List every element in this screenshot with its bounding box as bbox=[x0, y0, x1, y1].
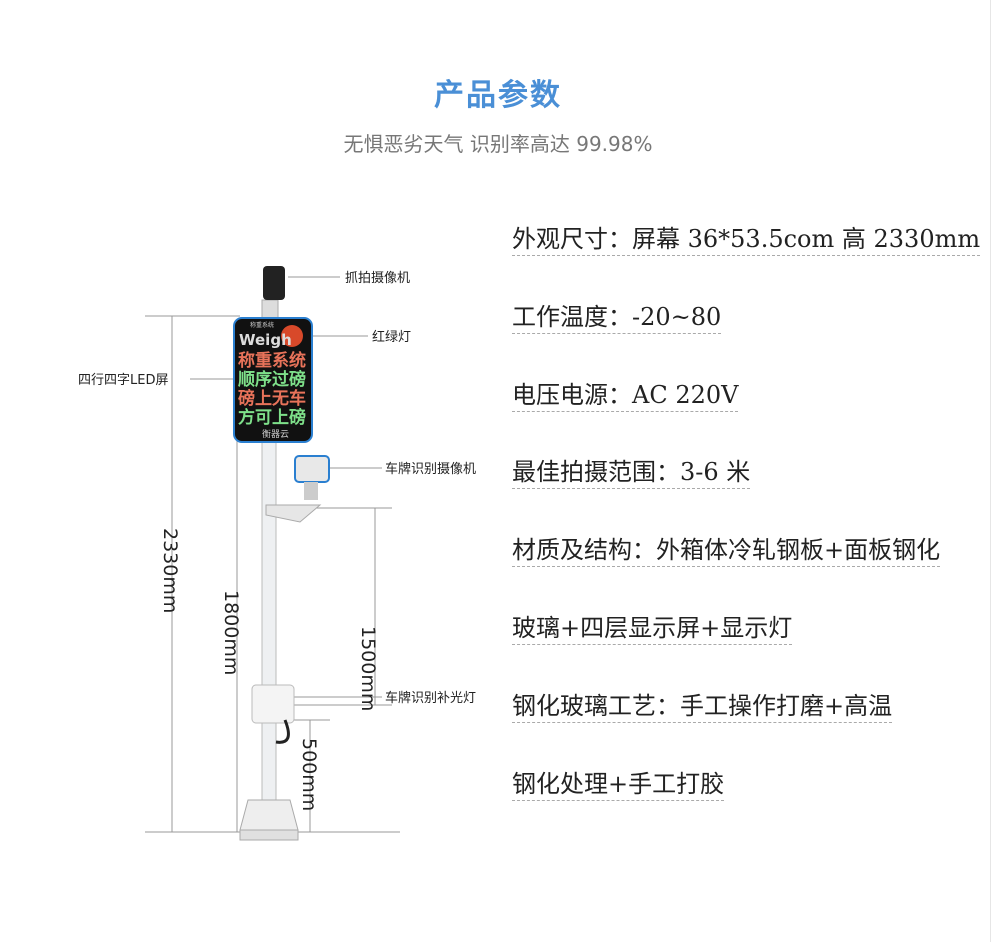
spec-dimensions: 外观尺寸：屏幕 36*53.5com 高 2330mm bbox=[512, 225, 981, 256]
traffic-light bbox=[281, 325, 303, 347]
plate-camera bbox=[294, 455, 330, 483]
fill-light bbox=[251, 684, 295, 724]
led-brand-small: 称重系统 bbox=[250, 321, 274, 329]
spec-range: 最佳拍摄范围：3-6 米 bbox=[512, 458, 751, 489]
page-title: 产品参数 bbox=[434, 78, 562, 113]
label-capture-camera: 抓拍摄像机 bbox=[345, 271, 410, 286]
divider bbox=[990, 0, 991, 942]
led-screen bbox=[233, 317, 313, 443]
spec-glass: 钢化玻璃工艺：手工操作打磨+高温 bbox=[512, 692, 893, 723]
led-line: 称重系统 bbox=[238, 350, 306, 371]
led-footer: 衡器云 bbox=[262, 428, 289, 440]
spec-glass-cont: 钢化处理+手工打胶 bbox=[512, 770, 725, 801]
dimension-fill-light: 500mm bbox=[298, 738, 320, 811]
label-led-screen: 四行四字LED屏 bbox=[78, 373, 168, 388]
dimension-screen: 1800mm bbox=[220, 590, 242, 675]
spec-material-cont: 玻璃+四层显示屏+显示灯 bbox=[512, 614, 793, 645]
spec-voltage: 电压电源：AC 220V bbox=[512, 381, 739, 412]
dimension-total: 2330mm bbox=[159, 528, 181, 613]
led-line: 方可上磅 bbox=[238, 407, 306, 428]
pole bbox=[261, 439, 277, 811]
pole-base bbox=[239, 799, 299, 831]
spec-material: 材质及结构：外箱体冷轧钢板+面板钢化 bbox=[512, 536, 941, 567]
page-subtitle: 无惧恶劣天气 识别率高达 99.98% bbox=[343, 132, 653, 156]
base-plate bbox=[239, 829, 299, 841]
cable bbox=[275, 719, 290, 744]
camera-bracket bbox=[304, 482, 318, 500]
label-plate-camera: 车牌识别摄像机 bbox=[385, 461, 476, 477]
camera-arm bbox=[265, 504, 322, 523]
label-traffic-light: 红绿灯 bbox=[372, 329, 411, 345]
label-fill-light: 车牌识别补光灯 bbox=[385, 690, 476, 706]
led-brand: Weigh bbox=[239, 331, 292, 349]
led-line: 磅上无车 bbox=[238, 388, 306, 409]
led-line: 顺序过磅 bbox=[238, 369, 306, 390]
spec-temperature: 工作温度：-20~80 bbox=[512, 303, 722, 334]
capture-camera bbox=[263, 266, 285, 300]
dimension-arm: 1500mm bbox=[357, 626, 379, 711]
